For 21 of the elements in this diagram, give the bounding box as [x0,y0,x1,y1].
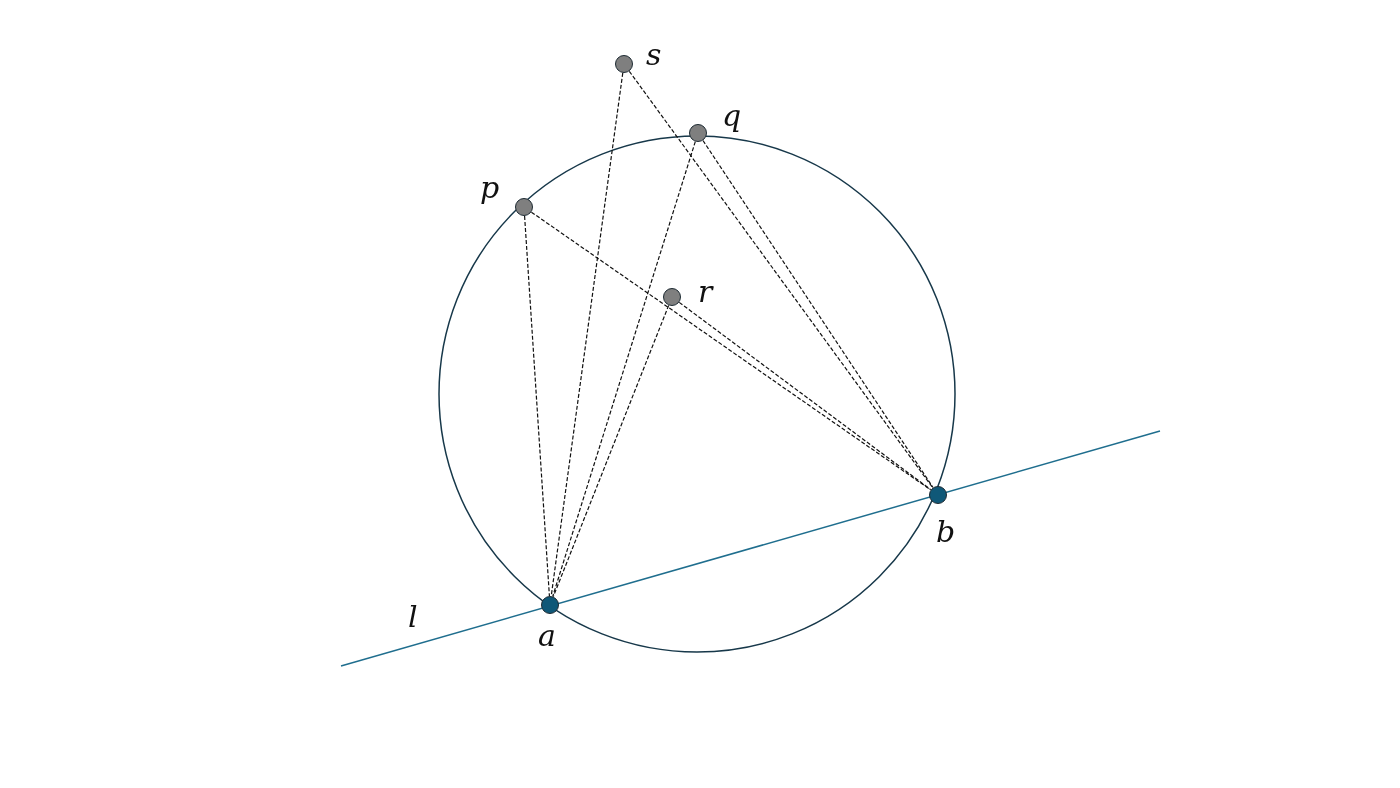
point-label: s [646,38,662,72]
dashed-line [552,141,696,597]
point-marker [541,596,559,614]
point-marker [615,55,633,73]
point-marker [689,124,707,142]
dashed-line [524,215,550,597]
dashed-line [550,72,624,597]
point-label: p [480,171,500,205]
dashed-line [678,301,932,491]
line-label: l [408,600,418,634]
dashed-line [702,139,934,489]
point-label: b [936,515,956,549]
dashed-line [530,211,932,491]
dashed-line [628,70,934,489]
dashed-line [552,304,670,598]
point-label: r [698,275,713,309]
point-marker [515,198,533,216]
point-marker [663,288,681,306]
point-label: q [722,99,742,133]
point-marker [929,486,947,504]
point-label: a [538,619,556,653]
